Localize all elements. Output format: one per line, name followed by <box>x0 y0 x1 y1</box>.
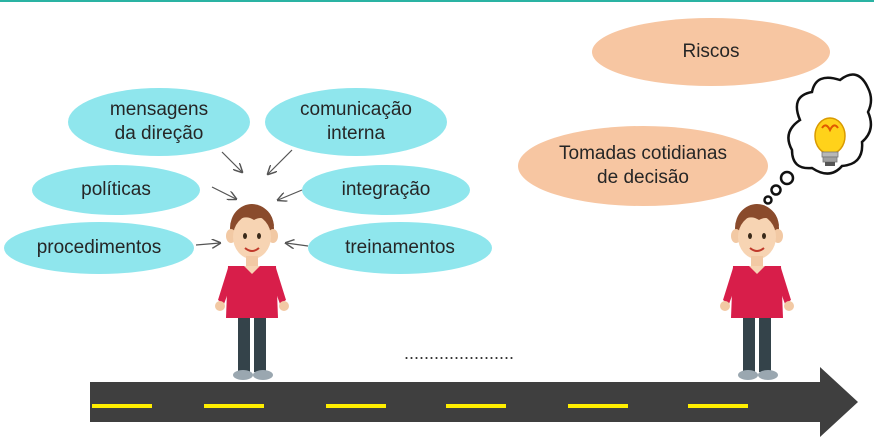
ellipsis-dots: ...................... <box>404 343 515 363</box>
bubble-mensagens: mensagens da direção <box>68 88 250 156</box>
lane-markings <box>92 404 748 408</box>
bubble-procedimentos: procedimentos <box>4 222 194 274</box>
bubble-tomadas: Tomadas cotidianas de decisão <box>518 126 768 206</box>
arrow-mensagens <box>221 151 242 172</box>
bubble-tomadas-text: Tomadas cotidianas de decisão <box>559 143 727 188</box>
lightbulb-icon <box>814 117 846 166</box>
bubble-treinamentos: treinamentos <box>308 222 492 274</box>
bubble-riscos: Riscos <box>592 18 830 86</box>
bubble-integracao-text: integração <box>341 179 431 200</box>
bubble-mensagens-text: mensagens da direção <box>109 99 209 144</box>
arrow-politicas <box>211 186 236 199</box>
arrow-comunicacao <box>268 149 293 174</box>
bubble-riscos-text: Riscos <box>682 41 740 62</box>
bubble-comunicacao-text: comunicação interna <box>300 99 412 144</box>
arrow-integracao <box>278 189 303 200</box>
top-accent-line <box>0 0 874 2</box>
bubble-politicas-text: políticas <box>81 179 151 200</box>
bubble-integracao: integração <box>302 165 470 215</box>
bubble-comunicacao: comunicação interna <box>265 88 447 156</box>
arrow-procedimentos <box>195 243 220 245</box>
road-arrow-shape <box>90 367 858 437</box>
bubble-treinamentos-text: treinamentos <box>345 237 455 258</box>
bubble-procedimentos-text: procedimentos <box>36 237 162 258</box>
bubble-politicas: políticas <box>32 165 200 215</box>
arrow-treinamentos <box>286 243 309 246</box>
